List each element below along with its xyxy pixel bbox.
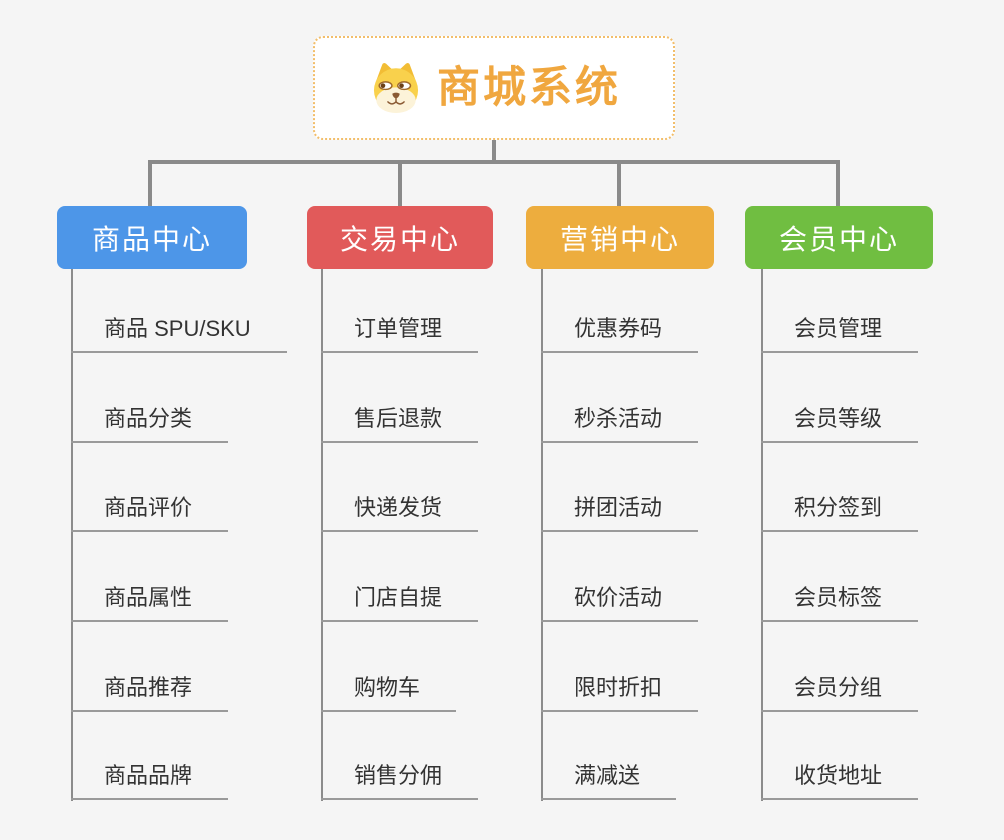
leaf-node[interactable]: 会员标签 xyxy=(761,585,919,622)
leaf-node[interactable]: 砍价活动 xyxy=(541,585,699,622)
branch-node-trade-center[interactable]: 交易中心 xyxy=(307,206,493,269)
connector-drop-product xyxy=(148,160,152,207)
branch-node-member-center[interactable]: 会员中心 xyxy=(745,206,933,269)
connector-drop-member xyxy=(836,160,840,207)
connector-root-drop xyxy=(492,139,496,162)
leaf-node[interactable]: 积分签到 xyxy=(761,495,919,532)
leaf-node[interactable]: 销售分佣 xyxy=(321,763,479,800)
leaf-node[interactable]: 商品评价 xyxy=(71,495,229,532)
leaf-node[interactable]: 商品品牌 xyxy=(71,763,229,800)
leaf-node[interactable]: 限时折扣 xyxy=(541,675,699,712)
leaf-node[interactable]: 商品 SPU/SKU xyxy=(71,316,287,353)
root-node[interactable]: 商城系统 xyxy=(313,36,675,140)
leaf-node[interactable]: 优惠券码 xyxy=(541,316,699,353)
leaf-node[interactable]: 拼团活动 xyxy=(541,495,699,532)
leaf-node[interactable]: 商品属性 xyxy=(71,585,229,622)
connector-bus-line xyxy=(148,160,840,164)
connector-drop-trade xyxy=(398,160,402,207)
leaf-node[interactable]: 购物车 xyxy=(321,675,457,712)
leaf-node[interactable]: 商品推荐 xyxy=(71,675,229,712)
leaf-node[interactable]: 快递发货 xyxy=(321,495,479,532)
leaf-node[interactable]: 满减送 xyxy=(541,763,677,800)
branch-spine-trade xyxy=(321,269,323,801)
branch-spine-marketing xyxy=(541,269,543,801)
leaf-node[interactable]: 会员等级 xyxy=(761,406,919,443)
leaf-node[interactable]: 售后退款 xyxy=(321,406,479,443)
branch-node-product-center[interactable]: 商品中心 xyxy=(57,206,247,269)
branch-spine-member xyxy=(761,269,763,801)
leaf-node[interactable]: 门店自提 xyxy=(321,585,479,622)
leaf-node[interactable]: 商品分类 xyxy=(71,406,229,443)
leaf-node[interactable]: 订单管理 xyxy=(321,316,479,353)
root-title: 商城系统 xyxy=(437,63,621,112)
leaf-node[interactable]: 会员分组 xyxy=(761,675,919,712)
branch-node-marketing-center[interactable]: 营销中心 xyxy=(526,206,714,269)
connector-drop-marketing xyxy=(617,160,621,207)
dog-face-icon xyxy=(373,63,419,113)
leaf-node[interactable]: 会员管理 xyxy=(761,316,919,353)
leaf-node[interactable]: 收货地址 xyxy=(761,763,919,800)
leaf-node[interactable]: 秒杀活动 xyxy=(541,406,699,443)
branch-spine-product xyxy=(71,269,73,801)
